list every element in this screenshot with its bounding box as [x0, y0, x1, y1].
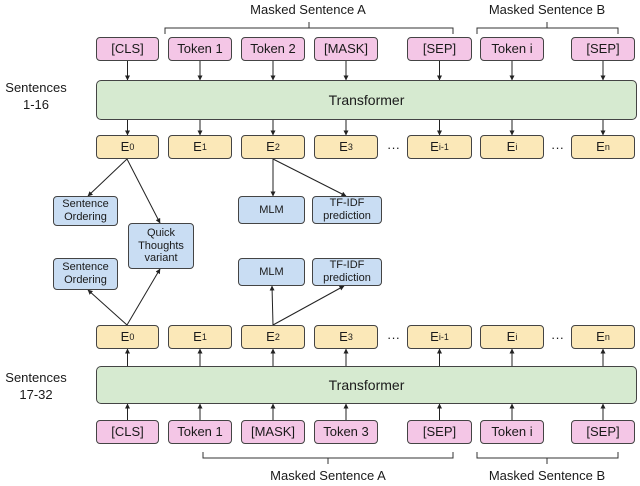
top-embedding-6-subscript: n [604, 141, 610, 152]
bottom-embedding-1-subscript: 1 [201, 331, 207, 342]
bottom-embedding-5-subscript: i [515, 331, 518, 342]
bottom-ellipsis-1: ··· [387, 330, 400, 345]
top-embedding-4-subscript: i-1 [438, 141, 449, 152]
top-embedding-2-base: E [266, 138, 275, 154]
bottom-token-6: [SEP] [571, 420, 635, 444]
bottom-token-0: [CLS] [96, 420, 159, 444]
bottom-embedding-2-base: E [266, 328, 275, 344]
bottom-sentences-range-label: Sentences 17-32 [5, 370, 67, 402]
top-embedding-0-base: E [120, 138, 130, 154]
quick-thoughts-variant-box: Quick Thoughts variant [128, 223, 194, 269]
bottom-transformer-block: Transformer [96, 366, 637, 404]
top-token-3: [MASK] [314, 37, 378, 61]
bracket-top-sentence-b [476, 22, 619, 34]
bottom-embedding-1-base: E [193, 328, 202, 344]
top-token-6: [SEP] [571, 37, 635, 61]
bottom-embedding-4-subscript: i-1 [438, 331, 449, 342]
top-token-1: Token 1 [168, 37, 232, 61]
bottom-token-5: Token i [480, 420, 544, 444]
bottom-embedding-6-subscript: n [604, 331, 610, 342]
bottom-embedding-4-base: E [430, 328, 439, 344]
top-embedding-4-base: E [430, 138, 439, 154]
bottom-embedding-3-base: E [339, 328, 348, 344]
top-embedding-5-base: E [506, 138, 516, 154]
bottom-token-1: Token 1 [168, 420, 232, 444]
top-embedding-1-subscript: 1 [201, 141, 207, 152]
arrow-bottom-e0-to-quick-thoughts [126, 268, 161, 326]
bottom-embedding-5-base: E [506, 328, 516, 344]
bottom-embedding-3-subscript: 3 [347, 331, 353, 342]
top-ellipsis-1: ··· [387, 140, 400, 155]
top-token-2: Token 2 [241, 37, 305, 61]
top-tfidf-box: TF-IDF prediction [312, 196, 382, 224]
bracket-bottom-sentence-a [202, 452, 454, 464]
top-embedding-1-base: E [193, 138, 202, 154]
top-sentences-range-label: Sentences 1-16 [5, 80, 67, 112]
arrow-bottom-e2-to-mlm [269, 285, 275, 326]
bottom-masked-sentence-b-label: Masked Sentence B [488, 468, 606, 483]
top-mlm-box: MLM [238, 196, 305, 224]
bottom-token-4: [SEP] [407, 420, 472, 444]
bottom-token-2: [MASK] [241, 420, 305, 444]
top-embedding-3-base: E [339, 138, 348, 154]
arrow-bottom-e0-to-sentence-ordering [87, 289, 128, 326]
bottom-tfidf-box: TF-IDF prediction [312, 258, 382, 286]
top-masked-sentence-b-label: Masked Sentence B [488, 2, 606, 17]
bottom-mlm-box: MLM [238, 258, 305, 286]
arrow-top-e0-to-quick-thoughts [126, 158, 161, 224]
top-embedding-6-base: E [596, 138, 605, 154]
arrow-top-e2-to-tfidf [272, 158, 347, 197]
bracket-top-sentence-a [164, 22, 454, 34]
bottom-sentence-ordering-box: Sentence Ordering [53, 258, 118, 290]
bottom-ellipsis-2: ··· [551, 330, 564, 345]
bracket-bottom-sentence-b [476, 452, 619, 464]
top-embedding-0-subscript: 0 [129, 141, 135, 152]
top-transformer-block: Transformer [96, 80, 637, 120]
top-ellipsis-2: ··· [551, 140, 564, 155]
top-embedding-5-subscript: i [515, 141, 518, 152]
bottom-token-3: Token 3 [314, 420, 378, 444]
bottom-embedding-0-subscript: 0 [129, 331, 135, 342]
bottom-embedding-6-base: E [596, 328, 605, 344]
top-token-5: Token i [480, 37, 544, 61]
bottom-masked-sentence-a-label: Masked Sentence A [270, 468, 386, 483]
arrow-top-e0-to-sentence-ordering [87, 158, 128, 197]
arrow-bottom-e2-to-tfidf [272, 285, 345, 326]
top-masked-sentence-a-label: Masked Sentence A [250, 2, 366, 17]
top-embedding-3-subscript: 3 [347, 141, 353, 152]
top-embedding-2-subscript: 2 [274, 141, 280, 152]
top-sentence-ordering-box: Sentence Ordering [53, 196, 118, 226]
top-token-0: [CLS] [96, 37, 159, 61]
bottom-embedding-2-subscript: 2 [274, 331, 280, 342]
top-token-4: [SEP] [407, 37, 472, 61]
bottom-embedding-0-base: E [120, 328, 130, 344]
